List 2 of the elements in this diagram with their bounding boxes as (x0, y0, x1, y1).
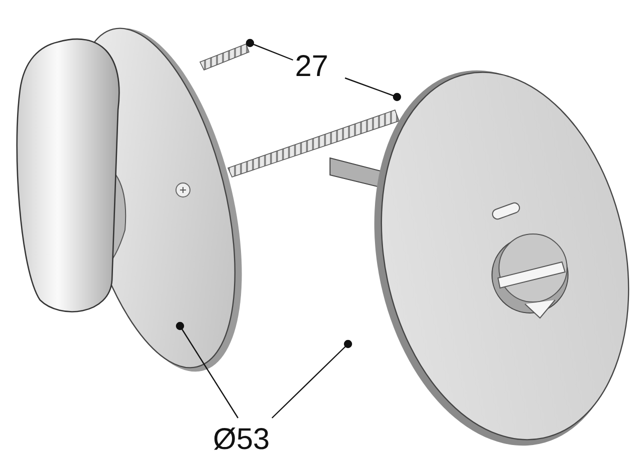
dimension-label: 27 (295, 52, 328, 82)
diameter-label: Ø53 (213, 425, 270, 455)
